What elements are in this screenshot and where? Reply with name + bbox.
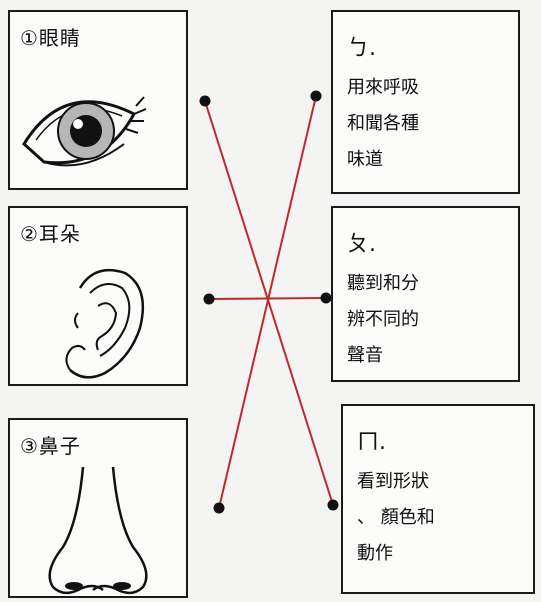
option-m-label: ㄇ. [357,430,386,455]
match-line-eye-to-see [204,100,334,506]
dot-ear [203,293,215,305]
label-ear: ②耳朵 [20,222,81,246]
dot-eye [199,95,211,107]
label-nose: ③鼻子 [20,434,81,458]
option-m-text: 看到形狀 、 顏色和 動作 [357,471,435,564]
card-nose: ③鼻子 [8,418,188,598]
card-breathe-smell: ㄅ. 用來呼吸 和聞各種 味道 [331,10,520,194]
nose-icon [48,466,148,595]
card-ear: ②耳朵 [8,206,188,386]
label-eye: ①眼睛 [20,26,81,50]
match-line-nose-to-breathe [218,95,317,509]
dot-option-b [310,90,322,102]
option-b-text: 用來呼吸 和聞各種 味道 [347,77,419,170]
dot-option-p [320,292,332,304]
eye-icon [22,96,147,167]
dot-option-m [327,499,339,511]
dot-nose [213,502,225,514]
option-p-text: 聽到和分 辨不同的 聲音 [347,273,419,366]
option-p-label: ㄆ. [347,232,376,257]
card-see: ㄇ. 看到形狀 、 顏色和 動作 [341,404,535,594]
ear-icon [65,268,145,379]
option-b-label: ㄅ. [347,36,376,61]
card-hear: ㄆ. 聽到和分 辨不同的 聲音 [331,206,520,382]
card-eye: ①眼睛 [8,10,188,190]
